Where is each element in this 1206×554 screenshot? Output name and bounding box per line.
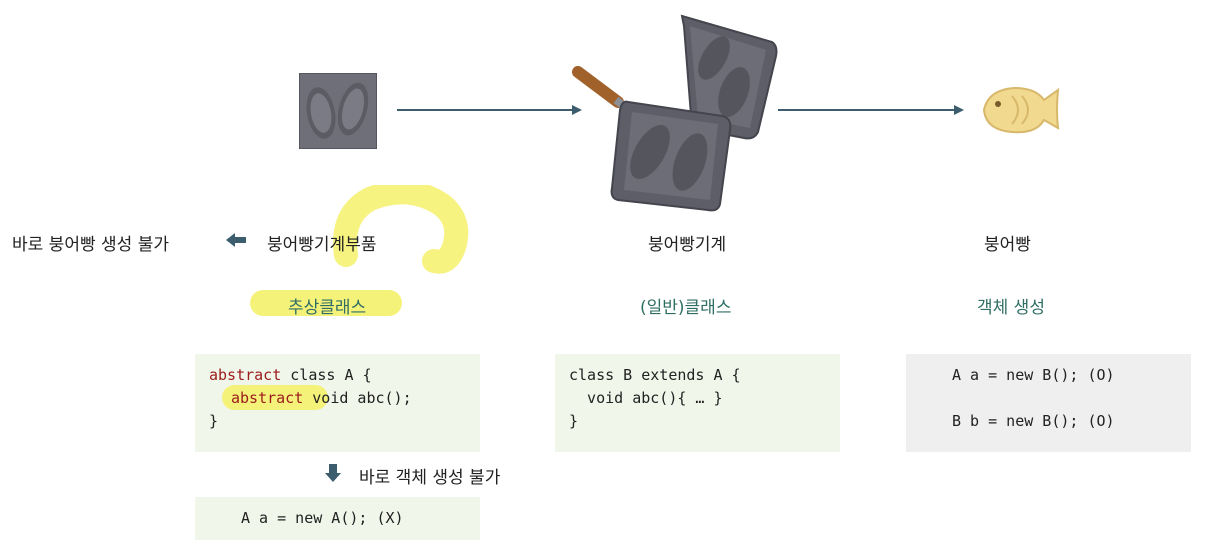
create-object-label: 객체 생성 <box>977 298 1045 318</box>
abstract-keyword-highlight <box>222 385 328 410</box>
invalid-instantiation-code: A a = new A(); (X) <box>241 509 404 527</box>
arrow-part-to-machine <box>397 109 572 111</box>
abstract-class-label: 추상클래스 <box>288 298 367 318</box>
highlight-scribble <box>333 185 469 274</box>
normal-class-label: (일반)클래스 <box>640 298 732 318</box>
abstract-class-highlight <box>250 290 402 316</box>
fish-bread-machine-icon <box>572 14 778 212</box>
arrow-machine-to-bread <box>778 109 954 111</box>
code-b-line1: class B extends A { <box>569 366 741 384</box>
arrow-head-icon <box>572 105 582 115</box>
invalid-instantiation-box <box>195 497 480 540</box>
code-c-line1: A a = new B(); (O) <box>952 366 1115 384</box>
code-a-line2: abstract void abc(); <box>231 389 412 407</box>
code-b-line3: } <box>569 412 579 430</box>
arrow-left-icon <box>226 233 246 247</box>
fish-bread-icon <box>982 86 1060 134</box>
no-direct-bread-label: 바로 붕어빵 생성 불가 <box>12 235 169 255</box>
arrow-head-icon <box>954 105 964 115</box>
fish-mold-part-icon <box>298 72 378 150</box>
part-label: 붕어빵기계부품 <box>267 235 377 255</box>
machine-label: 붕어빵기계 <box>648 235 727 255</box>
fish-bread-machine-image <box>572 12 778 214</box>
arrow-down-icon <box>325 464 341 482</box>
code-b-line2: void abc(){ … } <box>569 389 723 407</box>
normal-class-code-box <box>555 354 840 452</box>
code-a-line3: } <box>209 412 219 430</box>
create-object-code-box <box>906 354 1191 452</box>
no-direct-object-label: 바로 객체 생성 불가 <box>359 468 501 488</box>
code-a-line1: abstract class A { <box>209 366 372 384</box>
fish-bread-image <box>978 82 1062 138</box>
code-c-line2: B b = new B(); (O) <box>952 412 1115 430</box>
bread-label: 붕어빵 <box>984 235 1031 255</box>
fish-mold-part-image <box>298 72 378 150</box>
